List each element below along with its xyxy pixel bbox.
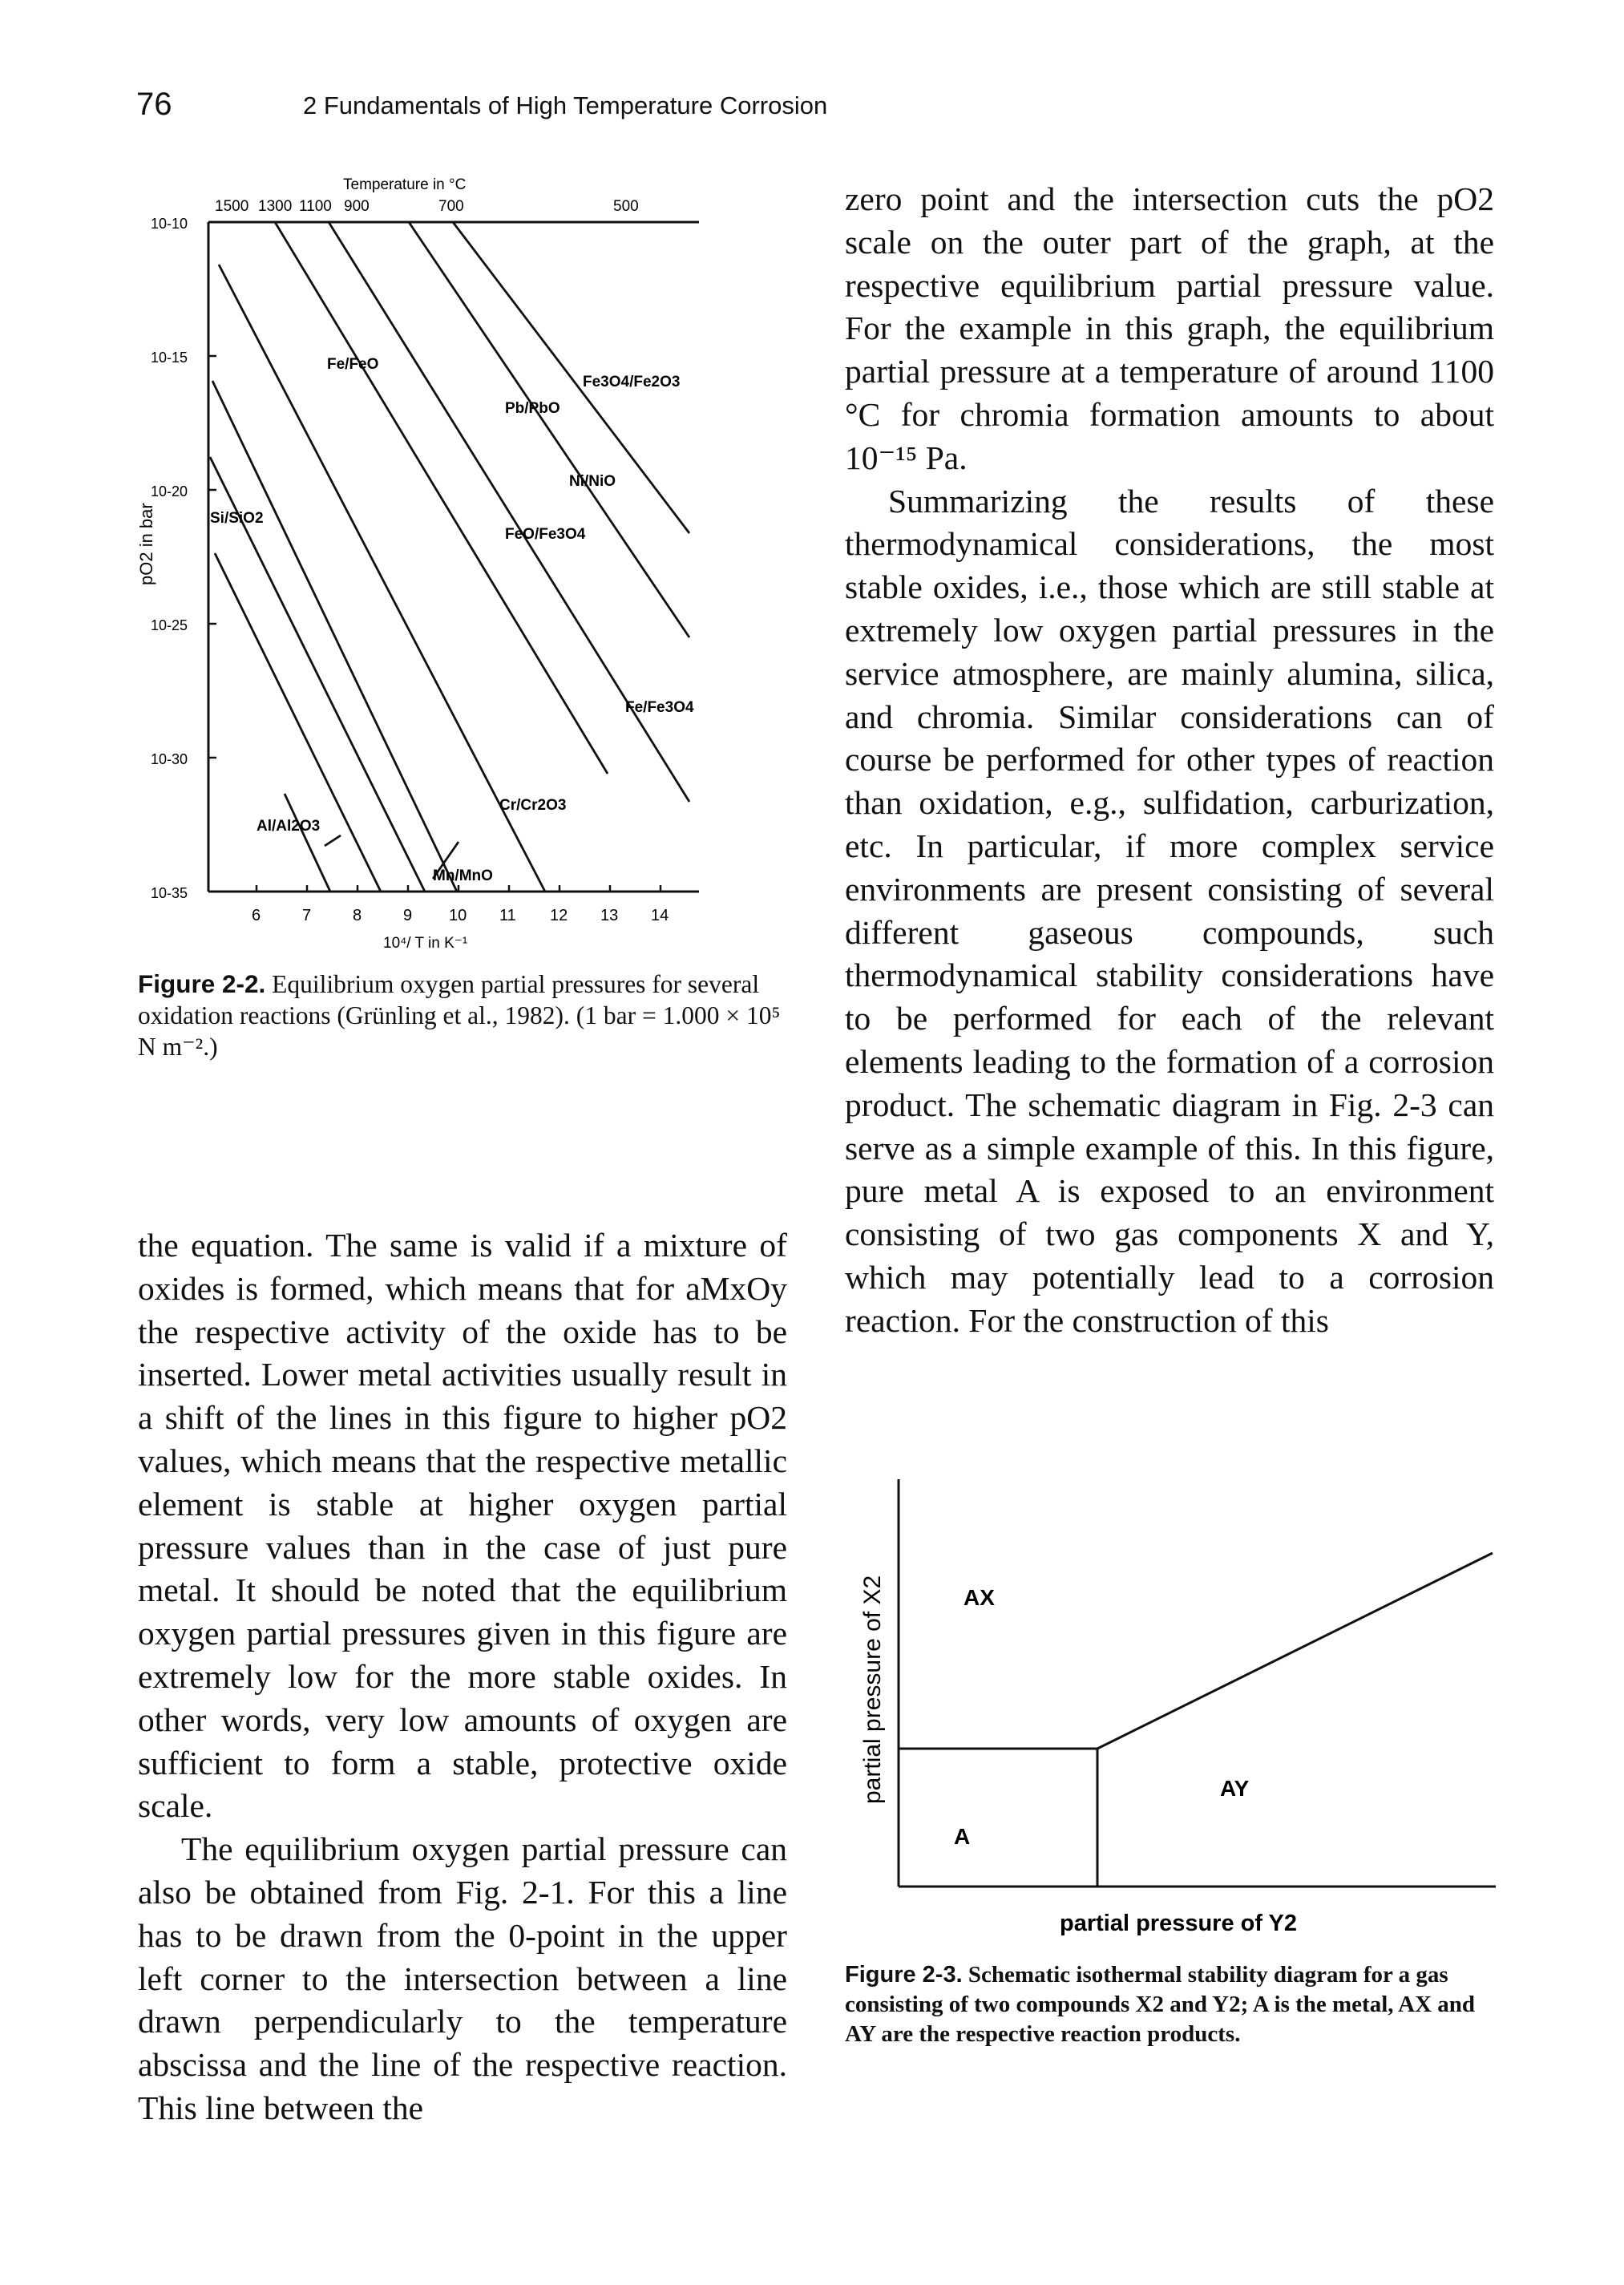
boundary-ax-ay [1097, 1551, 1493, 1750]
top-tick-labels: 1500 1300 1100 900 700 500 [215, 198, 639, 215]
right-column: zero point and the intersection cuts the… [845, 178, 1494, 1343]
fig23-y-axis-label: partial pressure of X2 [859, 1575, 886, 1804]
left-paragraph-1: the equation. The same is valid if a mix… [138, 1227, 787, 1825]
figure-2-2-caption: Figure 2-2. Equilibrium oxygen partial p… [138, 969, 795, 1062]
y-tick-10-20: 10-20 [151, 483, 188, 499]
x-ticks [255, 885, 662, 892]
y-tick-labels: 10-10 10-15 10-20 10-25 10-30 10-35 [151, 216, 188, 901]
x-tick-7: 7 [302, 907, 311, 924]
right-paragraph-1: zero point and the intersection cuts the… [845, 180, 1494, 476]
label-feo-fe3o4: FeO/Fe3O4 [505, 526, 586, 543]
reaction-lines [208, 221, 691, 892]
temperature-title: Temperature in °C [343, 176, 466, 193]
right-paragraph-2: Summarizing the results of these thermod… [845, 482, 1494, 1339]
line-al-al2o3 [283, 793, 332, 892]
x-tick-9: 9 [403, 907, 412, 924]
x-tick-labels: 6 7 8 9 10 11 12 13 14 [252, 907, 669, 924]
top-tick-1500: 1500 [215, 198, 248, 215]
label-si-sio2: Si/SiO2 [210, 510, 264, 527]
y-tick-10-10: 10-10 [151, 216, 188, 232]
y-tick-10-25: 10-25 [151, 617, 188, 633]
top-tick-700: 700 [438, 198, 464, 215]
y-tick-10-15: 10-15 [151, 350, 188, 366]
left-paragraph-2: The equilibrium oxygen partial pressure … [138, 1830, 787, 2126]
x-tick-14: 14 [651, 907, 669, 924]
line-fe-fe3o4 [208, 456, 426, 892]
x-tick-8: 8 [353, 907, 362, 924]
y-tick-10-30: 10-30 [151, 751, 188, 767]
line-feo-fe3o4 [217, 264, 547, 892]
line-cr-cr2o3 [213, 552, 382, 892]
line-fe-feo [327, 221, 691, 803]
line-pb-pbo [407, 221, 691, 638]
label-pb-pbo: Pb/PbO [505, 400, 560, 417]
label-cr-cr2o3: Cr/Cr2O3 [499, 797, 566, 814]
figure-2-2-caption-text: Equilibrium oxygen partial pressures for… [138, 970, 781, 1061]
leader-al [324, 834, 341, 847]
label-fe-feo: Fe/FeO [327, 356, 378, 373]
top-tick-1300: 1300 [258, 198, 292, 215]
x-tick-10: 10 [449, 907, 467, 924]
page-number: 76 [136, 87, 172, 122]
line-fe3o4-fe2o3 [451, 221, 691, 534]
y-tick-10-35: 10-35 [151, 885, 188, 901]
page-header: 76 2 Fundamentals of High Temperature Co… [0, 87, 1624, 127]
top-tick-1100: 1100 [299, 198, 332, 215]
y-ticks [208, 354, 216, 759]
x-tick-11: 11 [499, 907, 516, 924]
line-ni-nio [273, 221, 609, 774]
figure-2-3-caption-label: Figure 2-3. [845, 1962, 963, 1988]
y-axis-label: pO2 in bar [136, 503, 156, 585]
line-labels: Fe/FeO Fe3O4/Fe2O3 Pb/PbO Ni/NiO FeO/Fe3… [210, 356, 694, 884]
region-ax: AX [963, 1585, 995, 1610]
label-ni-nio: Ni/NiO [569, 473, 616, 490]
running-title: 2 Fundamentals of High Temperature Corro… [303, 91, 828, 119]
figure-2-3-caption: Figure 2-3. Schematic isothermal stabili… [845, 1960, 1494, 2049]
fig23-x-axis-label: partial pressure of Y2 [1060, 1911, 1297, 1936]
figure-2-3: partial pressure of X2 partial pressure … [859, 1479, 1496, 1936]
x-tick-13: 13 [600, 907, 618, 924]
left-column: the equation. The same is valid if a mix… [138, 1224, 787, 2130]
label-fe-fe3o4: Fe/Fe3O4 [625, 699, 694, 716]
label-al-al2o3: Al/Al2O3 [257, 818, 320, 835]
x-tick-12: 12 [550, 907, 568, 924]
top-tick-900: 900 [344, 198, 370, 215]
label-mn-mno: Mn/MnO [433, 867, 493, 884]
figure-2-3-caption-text: Schematic isothermal stability diagram f… [845, 1962, 1476, 2047]
figure-2-2: Temperature in °C 1500 1300 1100 900 700… [136, 176, 699, 952]
x-axis-label: 10⁴/ T in K⁻¹ [383, 935, 467, 952]
region-a: A [954, 1824, 970, 1849]
line-mn-mno [431, 841, 460, 880]
line-si-sio2 [211, 380, 459, 892]
x-tick-6: 6 [252, 907, 261, 924]
label-fe3o4-fe2o3: Fe3O4/Fe2O3 [583, 374, 680, 390]
top-tick-500: 500 [613, 198, 639, 215]
figure-2-2-caption-label: Figure 2-2. [138, 969, 266, 998]
region-ay: AY [1220, 1776, 1250, 1801]
